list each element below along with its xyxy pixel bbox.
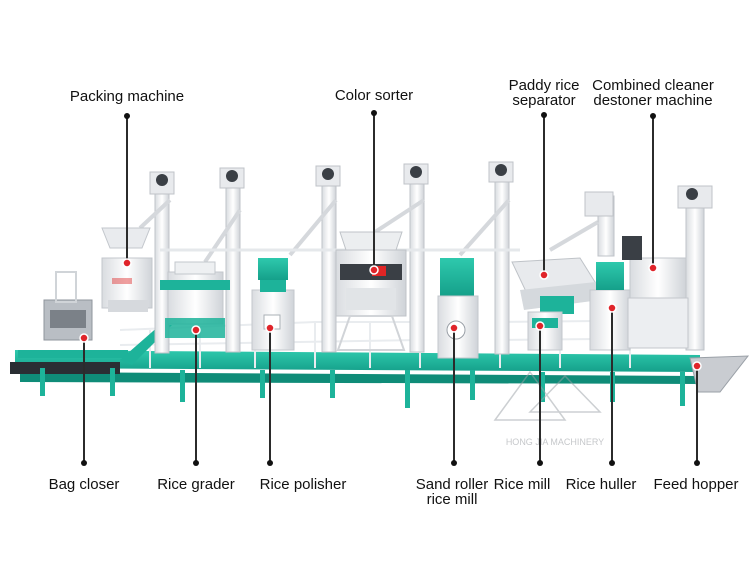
elevators [149, 161, 713, 355]
rice-polisher [251, 258, 295, 351]
dot-top-color [371, 110, 377, 116]
label-rice-mill: Rice mill [493, 476, 551, 493]
label-rice-polisher: Rice polisher [259, 476, 347, 493]
dot-paddy-separator [539, 270, 549, 280]
label-rice-grader: Rice grader [157, 476, 235, 493]
dot-feed-hopper [692, 361, 702, 371]
bag-closer [43, 271, 93, 341]
label-paddy-separator: Paddy rice separator [508, 77, 580, 109]
sand-roller-rice-mill [437, 258, 479, 359]
watermark-text: HONG JIA MACHINERY [506, 437, 604, 447]
color-sorter [335, 231, 407, 351]
label-packing-machine: Packing machine [69, 88, 185, 105]
rice-grader [160, 261, 230, 338]
dot-top-packing [124, 113, 130, 119]
dot-bag-closer [79, 333, 89, 343]
dot-combined-cleaner [648, 263, 658, 273]
dot-rice-huller [607, 303, 617, 313]
label-combined-cleaner: Combined cleaner destoner machine [592, 77, 714, 109]
rice-huller [589, 262, 631, 351]
chutes [138, 198, 600, 264]
watermark: HONG JIA MACHINERY [493, 370, 604, 447]
dot-packing-machine [122, 258, 132, 268]
combined-cleaner-destoner [622, 236, 689, 349]
dot-bottom-hopper [694, 460, 700, 466]
dot-bottom-polisher [267, 460, 273, 466]
dot-sand-roller [449, 323, 459, 333]
left-conveyor [10, 362, 120, 374]
dot-top-cleaner [650, 113, 656, 119]
dot-bottom-huller [609, 460, 615, 466]
dot-bottom-sand [451, 460, 457, 466]
base-platform [15, 350, 700, 372]
dot-rice-mill [535, 321, 545, 331]
label-feed-hopper: Feed hopper [653, 476, 739, 493]
base-platform-lower [20, 372, 700, 384]
label-color-sorter: Color sorter [334, 87, 414, 104]
dot-bottom-bag [81, 460, 87, 466]
feed-hopper [689, 355, 750, 393]
dot-bottom-mill [537, 460, 543, 466]
dot-rice-polisher [265, 323, 275, 333]
label-bag-closer: Bag closer [48, 476, 120, 493]
leader-lines [83, 113, 698, 463]
label-rice-huller: Rice huller [565, 476, 637, 493]
label-sand-roller: Sand roller rice mill [415, 476, 489, 508]
machine-line: HONG JIA MACHINERY [10, 161, 750, 447]
dot-bottom-grader [193, 460, 199, 466]
dot-rice-grader [191, 325, 201, 335]
rice-mill [527, 311, 563, 351]
paddy-separator [511, 257, 601, 314]
leader-dots [79, 110, 702, 466]
dot-top-paddy [541, 112, 547, 118]
dot-color-sorter [369, 265, 379, 275]
left-frame [18, 350, 128, 358]
